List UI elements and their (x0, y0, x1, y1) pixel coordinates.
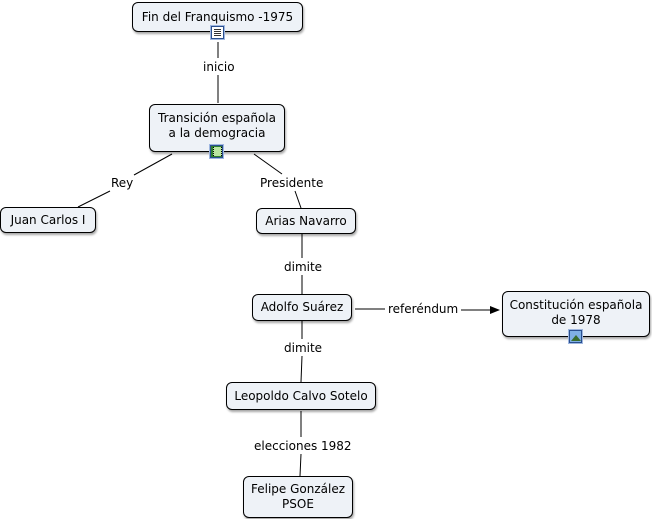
link-label-dimite-2: dimite (282, 341, 325, 355)
link-label-dimite-1: dimite (282, 260, 325, 274)
node-felipe-gonzalez[interactable]: Felipe González PSOE (243, 476, 353, 518)
node-calvo-sotelo-text: Leopoldo Calvo Sotelo (234, 388, 368, 403)
document-icon[interactable] (211, 26, 224, 39)
film-icon[interactable] (210, 145, 223, 158)
line-transicion-presidente (253, 153, 283, 175)
line-elecciones-felipe (299, 453, 302, 477)
node-juan-carlos[interactable]: Juan Carlos I (0, 207, 96, 233)
node-transicion-text: Transición española a la demogracia (158, 111, 276, 140)
node-calvo-sotelo[interactable]: Leopoldo Calvo Sotelo (226, 382, 376, 410)
node-felipe-gonzalez-text: Felipe González PSOE (250, 482, 346, 511)
node-fin-franquismo-text: Fin del Franquismo -1975 (141, 9, 294, 24)
node-juan-carlos-text: Juan Carlos I (10, 212, 86, 227)
link-label-rey: Rey (109, 176, 136, 190)
node-fin-franquismo[interactable]: Fin del Franquismo -1975 (132, 2, 303, 32)
link-label-referendum: referéndum (386, 302, 461, 316)
line-dimite-calvo (300, 355, 303, 383)
node-arias-navarro-text: Arias Navarro (265, 213, 347, 228)
node-arias-navarro[interactable]: Arias Navarro (256, 208, 356, 234)
link-label-elecciones: elecciones 1982 (252, 439, 354, 453)
link-label-inicio: inicio (201, 60, 237, 74)
line-rey-juancarlos (77, 190, 111, 208)
node-adolfo-suarez-text: Adolfo Suárez (260, 300, 344, 314)
line-transicion-rey (133, 153, 173, 176)
line-presidente-arias (294, 190, 302, 209)
node-constitucion-text: Constitución española de 1978 (509, 298, 643, 327)
node-adolfo-suarez[interactable]: Adolfo Suárez (252, 294, 352, 321)
image-icon[interactable] (569, 330, 582, 343)
link-label-presidente: Presidente (258, 176, 326, 190)
